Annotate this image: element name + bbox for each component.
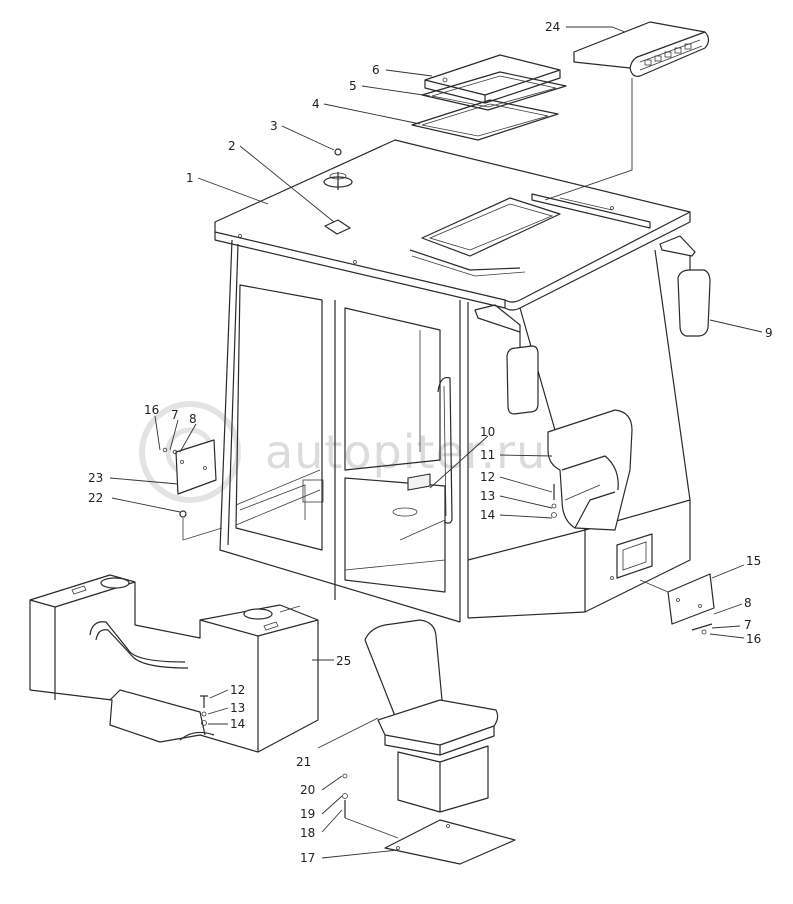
callout-12-lower: 12 — [230, 683, 245, 697]
callout-19: 19 — [300, 807, 315, 821]
callout-20: 20 — [300, 783, 315, 797]
callout-labels: 24 6 5 4 3 2 1 9 10 11 12 13 14 16 7 8 2… — [88, 20, 773, 865]
callout-11: 11 — [480, 448, 495, 462]
mirror-left — [506, 332, 539, 415]
callout-22: 22 — [88, 491, 103, 505]
part-23-plate-left — [162, 439, 217, 495]
callout-8-right: 8 — [744, 596, 752, 610]
part-25-console — [29, 574, 319, 753]
part-21-seat — [364, 619, 499, 813]
callout-14-lower: 14 — [230, 717, 245, 731]
cab-body — [219, 235, 696, 623]
callout-13-upper: 13 — [480, 489, 495, 503]
part-5-hatch-frame — [421, 71, 567, 111]
callout-8-left: 8 — [189, 412, 197, 426]
callout-4: 4 — [312, 97, 320, 111]
callout-6: 6 — [372, 63, 380, 77]
part-24-roof-cover — [573, 21, 710, 77]
part-3-fastener — [334, 148, 342, 156]
callout-10: 10 — [480, 425, 495, 439]
watermark-text: autopiter.ru — [265, 425, 546, 479]
part-4-seal — [411, 99, 559, 141]
callout-7-right: 7 — [744, 618, 752, 632]
callout-17: 17 — [300, 851, 315, 865]
callout-9: 9 — [765, 326, 773, 340]
callout-15: 15 — [746, 554, 761, 568]
callout-7-left: 7 — [171, 408, 179, 422]
callout-13-lower: 13 — [230, 701, 245, 715]
callout-18: 18 — [300, 826, 315, 840]
callout-3: 3 — [270, 119, 278, 133]
part-9-mirror-right — [677, 256, 711, 337]
part-6-hatch-cover — [424, 54, 561, 104]
callout-5: 5 — [349, 79, 357, 93]
callout-2: 2 — [228, 139, 236, 153]
watermark: autopiter.ru — [139, 401, 546, 503]
part-22-fastener — [179, 510, 223, 541]
callout-21: 21 — [296, 755, 311, 769]
part-1-cab-roof — [214, 139, 691, 311]
callout-24: 24 — [545, 20, 560, 34]
fastener-set-12-13-14-upper — [551, 484, 557, 518]
callout-16-right: 16 — [746, 632, 761, 646]
part-17-floor-plate — [384, 819, 516, 865]
callout-12-upper: 12 — [480, 470, 495, 484]
callout-16-left: 16 — [144, 403, 159, 417]
callout-25: 25 — [336, 654, 351, 668]
fastener-set-12-13-14-lower — [200, 695, 208, 726]
callout-14-upper: 14 — [480, 508, 495, 522]
callout-1: 1 — [186, 171, 194, 185]
callout-23: 23 — [88, 471, 103, 485]
fastener-set-18-19-20 — [342, 773, 399, 839]
leader-lines — [109, 26, 763, 859]
part-15-plate-right — [639, 573, 715, 635]
part-11-heater — [547, 409, 633, 531]
